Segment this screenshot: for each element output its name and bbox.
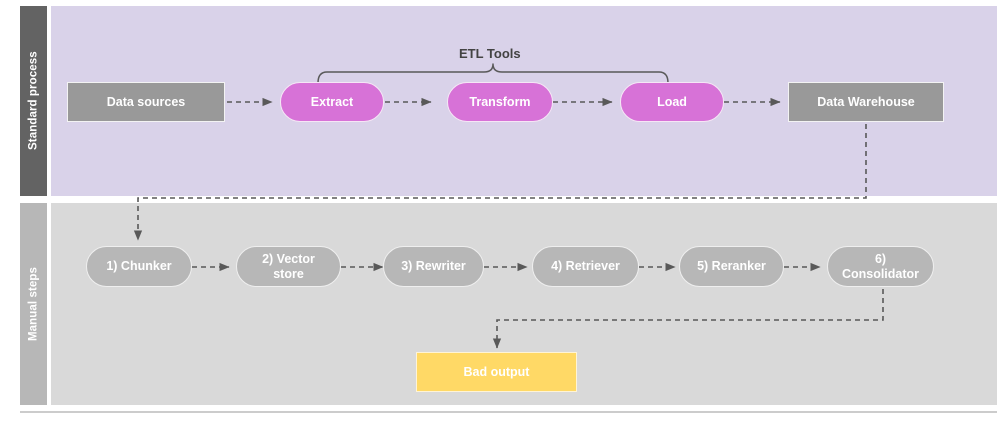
node-transform[interactable]: Transform	[447, 82, 553, 122]
node-chunker[interactable]: 1) Chunker	[86, 246, 192, 287]
node-consolidator-label-line1: 6)	[874, 251, 887, 266]
lane-header-standard-process: Standard process	[20, 6, 47, 196]
lane-header-manual-steps: Manual steps	[20, 203, 47, 405]
node-bad-output[interactable]: Bad output	[416, 352, 577, 392]
bottom-divider	[20, 411, 997, 413]
node-extract[interactable]: Extract	[280, 82, 384, 122]
node-load[interactable]: Load	[620, 82, 724, 122]
node-retriever[interactable]: 4) Retriever	[532, 246, 639, 287]
node-vector-store-label-line2: store	[273, 266, 304, 281]
node-data-warehouse[interactable]: Data Warehouse	[788, 82, 944, 122]
node-reranker[interactable]: 5) Reranker	[679, 246, 784, 287]
node-data-sources[interactable]: Data sources	[67, 82, 225, 122]
node-consolidator-label-line2: Consolidator	[841, 266, 920, 281]
node-consolidator[interactable]: 6) Consolidator	[827, 246, 934, 287]
node-vector-store-label-line1: 2) Vector	[262, 251, 315, 266]
node-vector-store[interactable]: 2) Vector store	[236, 246, 341, 287]
node-rewriter[interactable]: 3) Rewriter	[383, 246, 484, 287]
etl-tools-label: ETL Tools	[459, 46, 521, 61]
